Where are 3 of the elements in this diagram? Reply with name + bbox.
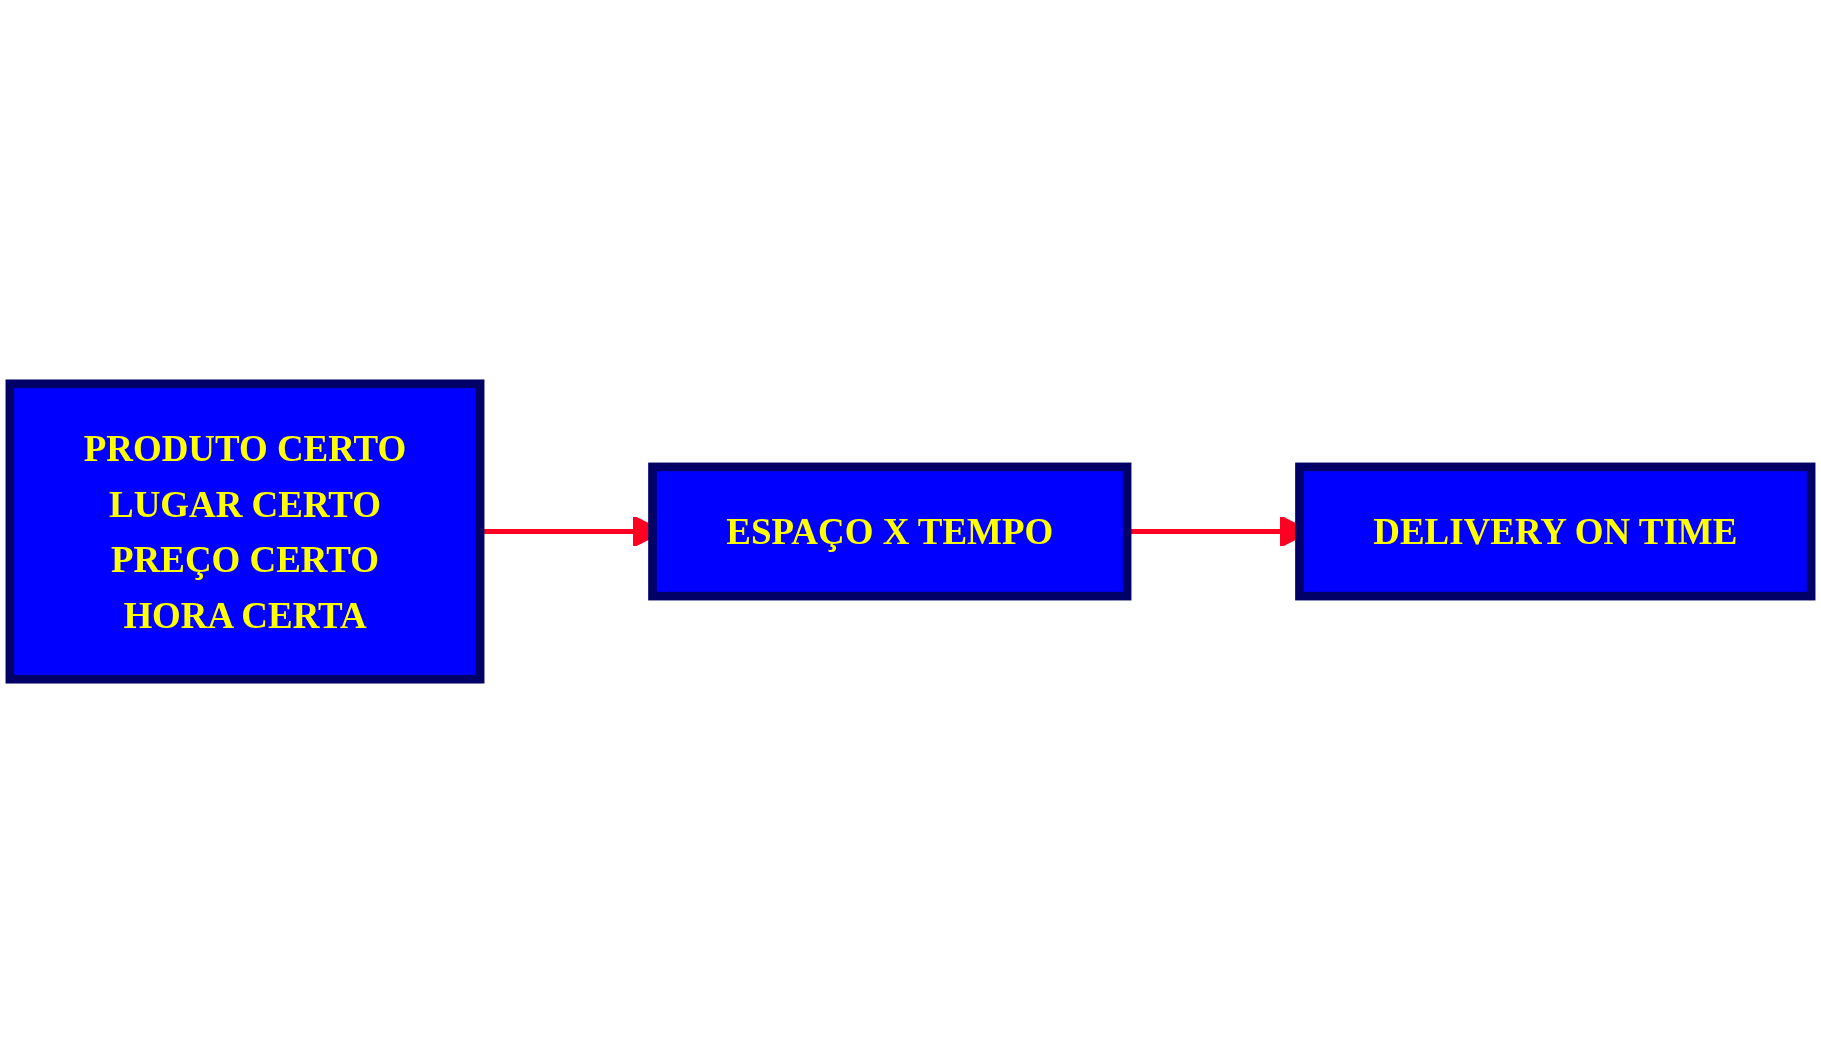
node-box: ESPAÇO X TEMPO [648,462,1132,601]
node-box: DELIVERY ON TIME [1295,462,1816,601]
node-box: PRODUTO CERTO LUGAR CERTO PREÇO CERTO HORA CERTA [5,379,485,684]
